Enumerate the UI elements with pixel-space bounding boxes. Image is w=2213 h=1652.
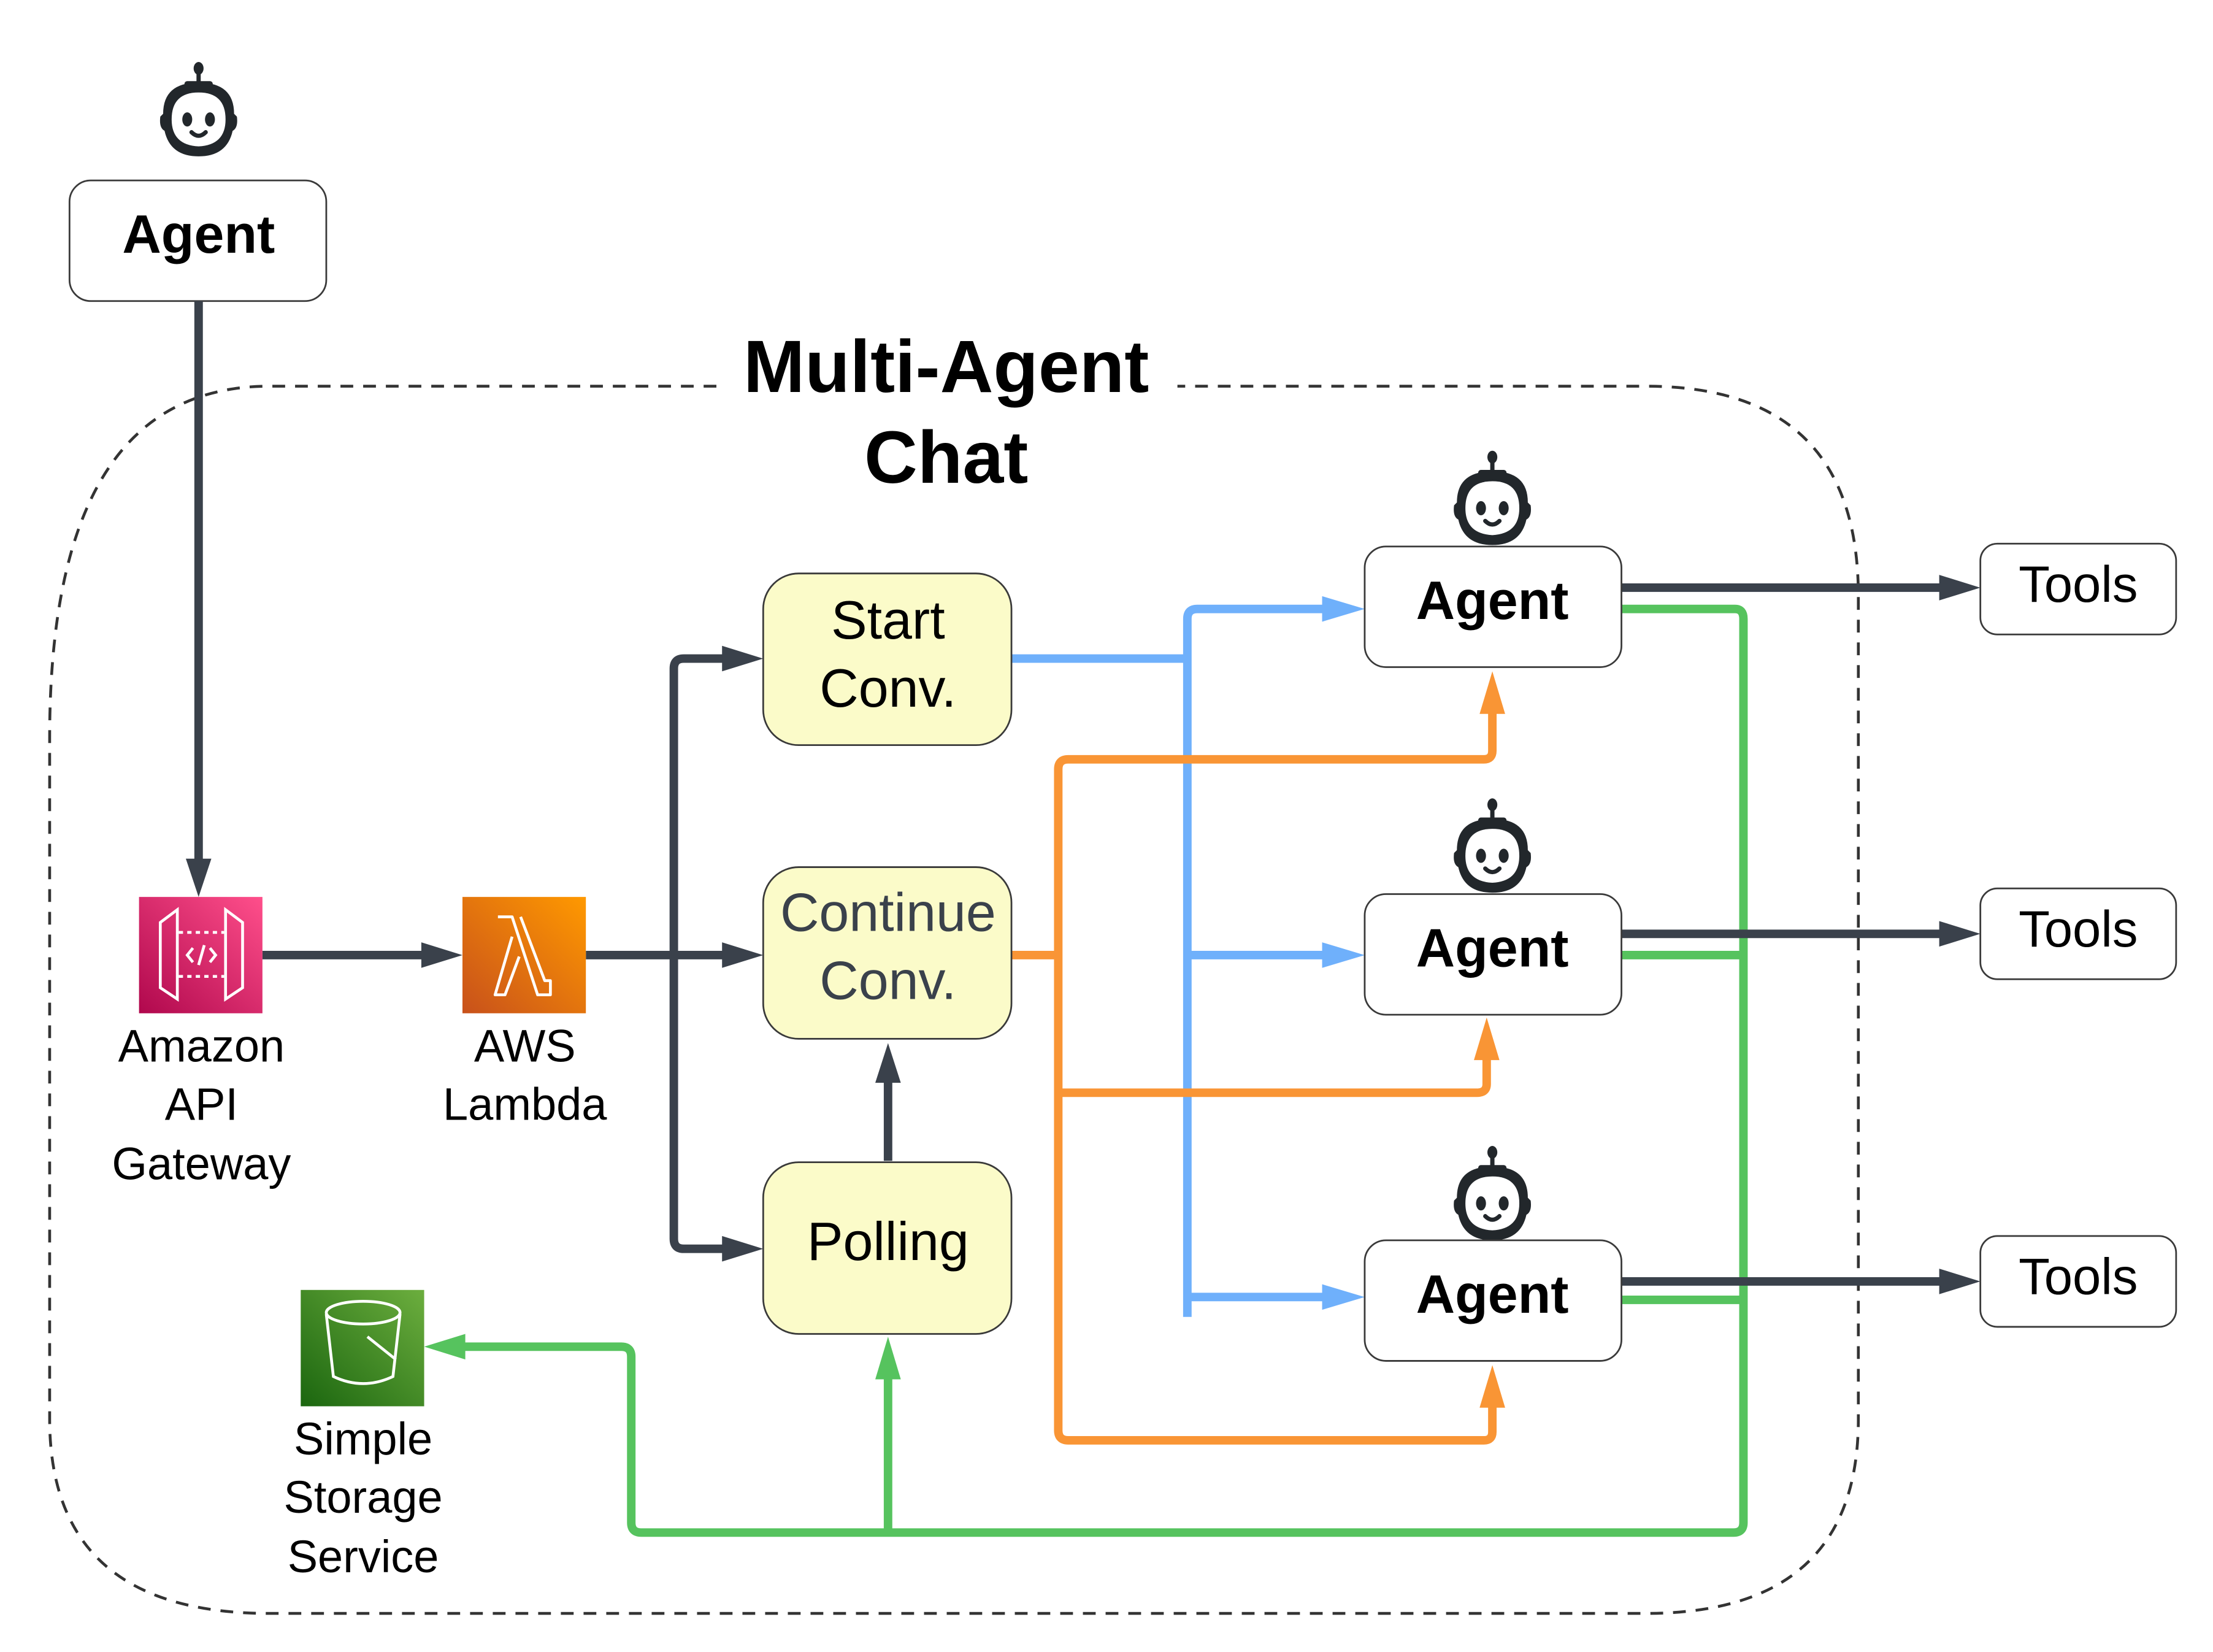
start-conv-step[interactable]: Start Conv. (762, 572, 1013, 747)
arrowhead (424, 1334, 466, 1360)
arrowhead (1939, 921, 1981, 947)
flow-continue-to-agents (1011, 709, 1497, 1445)
continue-conv-label-line2: Conv. (819, 950, 956, 1011)
flow-start-to-agents (1011, 604, 1327, 1317)
multi-agent-boundary (48, 385, 1860, 1615)
agent-node-2[interactable]: Agent (1363, 893, 1622, 1016)
arrowhead (1474, 1017, 1500, 1061)
arrowhead (1939, 1269, 1981, 1294)
robot-icon (1454, 1146, 1531, 1240)
tools-1-label: Tools (2019, 556, 2138, 613)
robot-icon (1454, 798, 1531, 893)
arrowhead (722, 645, 764, 672)
agent-3-label: Agent (1416, 1264, 1569, 1324)
robot-icon (160, 62, 237, 156)
group-title-line2: Chat (864, 417, 1028, 499)
s3-bucket-icon (301, 1289, 424, 1407)
arrowhead (722, 942, 764, 968)
s3-label-line2: Storage (283, 1472, 442, 1523)
arrowhead (875, 1337, 901, 1380)
api-gateway-node[interactable]: Amazon API Gateway (112, 897, 291, 1189)
s3-label-line3: Service (288, 1531, 439, 1582)
agent-2-label: Agent (1416, 917, 1569, 978)
agent-node-1[interactable]: Agent (1363, 545, 1622, 668)
lambda-label-line1: AWS (474, 1020, 576, 1071)
tools-2-label: Tools (2019, 901, 2138, 958)
lambda-label-line2: Lambda (443, 1078, 607, 1129)
tools-node-3[interactable]: Tools (1979, 1235, 2177, 1328)
polling-step[interactable]: Polling (762, 1161, 1013, 1335)
api-gateway-label-line2: API (165, 1078, 238, 1129)
arrowhead (722, 1235, 764, 1262)
s3-node[interactable]: Simple Storage Service (283, 1289, 443, 1582)
s3-label-line1: Simple (294, 1413, 432, 1464)
tools-3-label: Tools (2019, 1248, 2138, 1305)
arrowhead (1322, 596, 1365, 622)
arrowhead (1479, 1365, 1505, 1408)
flow-agents-to-storage (461, 604, 1748, 1537)
continue-conv-label-line1: Continue (780, 882, 996, 943)
flow-lambda-branches (669, 654, 727, 1253)
agent-node-3[interactable]: Agent (1363, 1239, 1622, 1362)
lambda-node[interactable]: AWS Lambda (443, 897, 607, 1129)
external-agent-label: Agent (122, 204, 275, 264)
arrowhead (1322, 942, 1365, 968)
arrowhead (1479, 671, 1505, 714)
start-conv-label-line1: Start (831, 590, 945, 650)
api-gateway-label-line3: Gateway (112, 1138, 291, 1189)
tools-node-2[interactable]: Tools (1979, 887, 2177, 980)
arrowhead (1939, 575, 1981, 601)
arrowhead (1322, 1284, 1365, 1310)
arrowhead (421, 942, 462, 968)
tools-node-1[interactable]: Tools (1979, 542, 2177, 636)
continue-conv-step[interactable]: Continue Conv. (762, 866, 1013, 1040)
robot-icon (1454, 451, 1531, 545)
external-agent-node[interactable]: Agent (68, 179, 328, 302)
arrowhead (875, 1043, 901, 1083)
start-conv-label-line2: Conv. (819, 658, 956, 718)
api-gateway-label-line1: Amazon (118, 1020, 285, 1071)
polling-label: Polling (807, 1211, 969, 1272)
agent-1-label: Agent (1416, 570, 1569, 631)
arrowhead (185, 858, 212, 897)
group-title-line1: Multi-Agent (743, 326, 1149, 408)
